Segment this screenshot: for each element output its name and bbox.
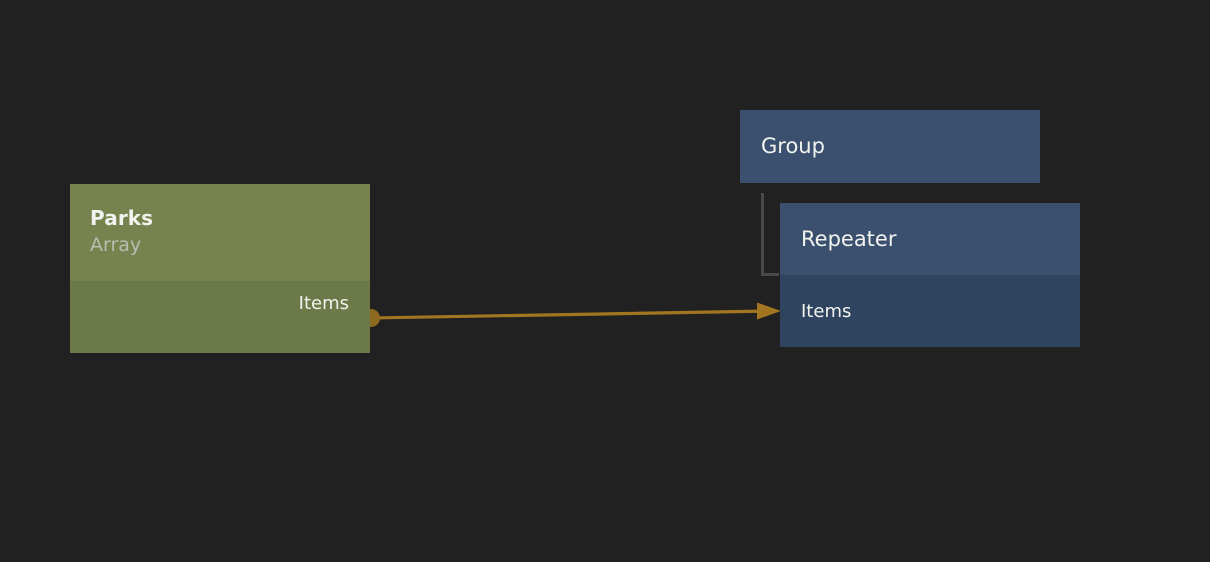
node-group[interactable]: Group	[740, 110, 1040, 183]
node-group-header[interactable]: Group	[740, 110, 1040, 183]
node-repeater-title: Repeater	[801, 226, 897, 251]
node-group-title: Group	[761, 134, 825, 159]
node-repeater-body: Items	[780, 275, 1080, 347]
node-parks-title: Parks	[90, 206, 154, 230]
node-parks-subtitle: Array	[90, 234, 142, 256]
port-label-parks-items: Items	[298, 292, 349, 314]
node-repeater[interactable]: Repeater Items	[780, 203, 1080, 347]
node-parks-body: Items	[70, 281, 370, 353]
tree-branch-connector	[761, 193, 779, 276]
port-row-parks-items[interactable]: Items	[70, 281, 370, 325]
port-row-repeater-items[interactable]: Items	[780, 275, 1080, 347]
port-label-repeater-items: Items	[801, 300, 852, 322]
edge-parks-items-to-repeater-items[interactable]	[370, 302, 781, 320]
node-parks-header[interactable]: Parks Array	[70, 184, 370, 281]
node-repeater-header[interactable]: Repeater	[780, 203, 1080, 275]
node-parks[interactable]: Parks Array Items	[70, 184, 370, 353]
